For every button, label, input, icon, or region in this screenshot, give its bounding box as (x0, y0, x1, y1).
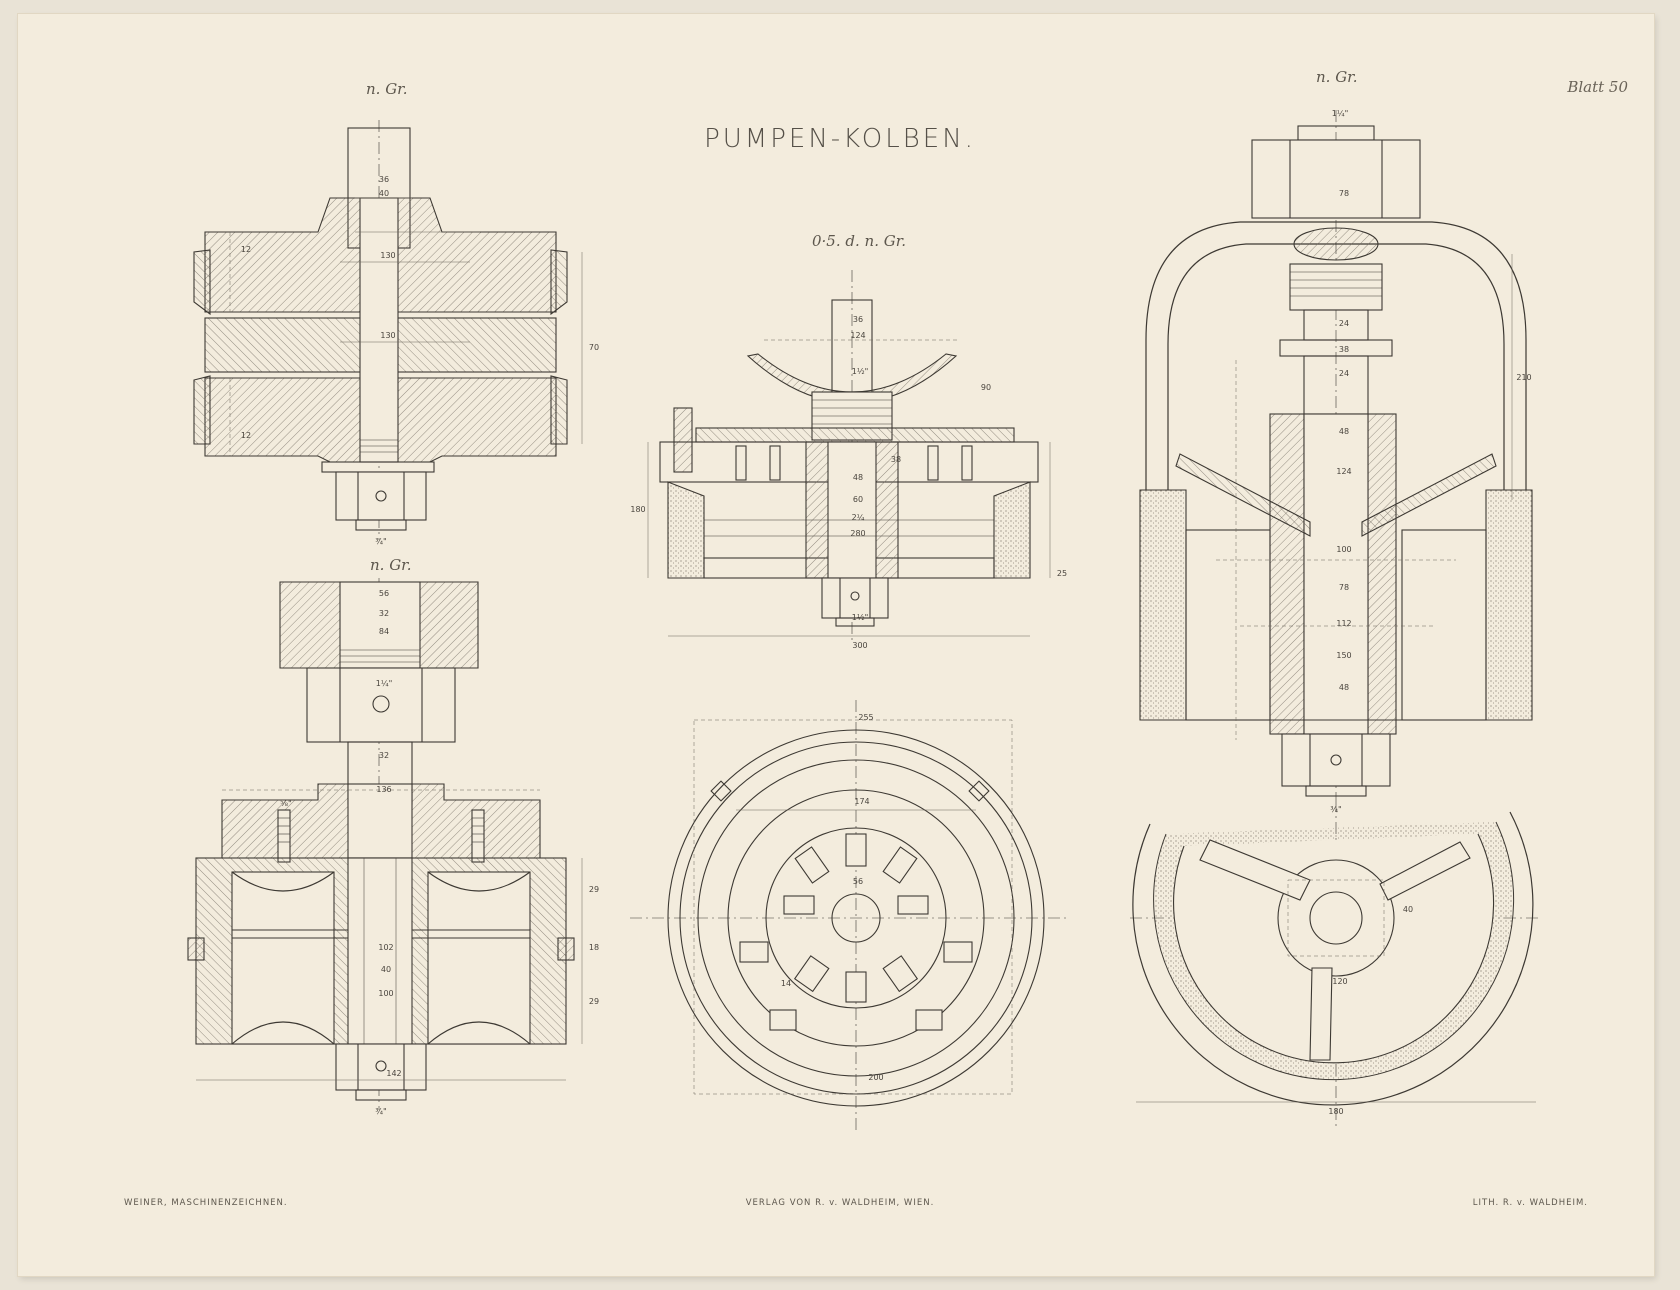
dim-m-e: 60 (853, 495, 863, 504)
dim-m-d: 48 (853, 473, 863, 482)
dim-m-j: 300 (852, 641, 867, 650)
valve-piston-section (647, 270, 1051, 640)
dim-r-a: 78 (1339, 189, 1349, 198)
dim-r-p: 180 (1328, 1107, 1343, 1116)
dim-m-k: 180 (630, 505, 645, 514)
dim-tl-bore: 40 (379, 189, 389, 198)
dim-m-f: 2¼ (852, 513, 865, 522)
dim-bl-nut: 1¼" (376, 679, 393, 688)
dim-m-c: 90 (981, 383, 991, 392)
dim-m-l: 25 (1057, 569, 1067, 578)
dim-tl-h1: 12 (241, 245, 251, 254)
scale-label-bottom-left: n. Gr. (370, 556, 412, 574)
dim-r-e: 48 (1339, 427, 1349, 436)
sheet-number: Blatt 50 (1567, 78, 1628, 96)
dim-bl-top: 56 (379, 589, 389, 598)
valve-piston-plan (630, 700, 1070, 1130)
dim-bl-s1: 29 (589, 885, 599, 894)
dim-r-g: 100 (1336, 545, 1351, 554)
dim-r-j: 150 (1336, 651, 1351, 660)
dim-c-inner: 174 (854, 797, 869, 806)
dim-bl-e: 40 (381, 965, 391, 974)
dim-r-c: 38 (1339, 345, 1349, 354)
footer-left: WEINER, MASCHINENZEICHNEN. (124, 1198, 288, 1208)
dim-tl-rod: 36 (379, 175, 389, 184)
dim-m-h: 38 (891, 455, 901, 464)
bucket-piston-section (1139, 110, 1533, 800)
dim-tl-nut: ¾" (375, 537, 386, 546)
dim-bl-b: 84 (379, 627, 389, 636)
dim-r-i: 112 (1336, 619, 1351, 628)
dim-tl-flange: 130 (380, 251, 395, 260)
piston-top-left (193, 120, 583, 540)
dim-bl-screw: ⅝" (280, 799, 291, 808)
dim-bl-s2: 18 (589, 943, 599, 952)
bucket-piston-plan (1130, 800, 1540, 1130)
scale-label-right: n. Gr. (1316, 68, 1358, 86)
dim-m-rod: 36 (853, 315, 863, 324)
dim-bl-d: 102 (378, 943, 393, 952)
dim-m-g: 280 (850, 529, 865, 538)
dim-r-k: 48 (1339, 683, 1349, 692)
dim-tl-h2: 12 (241, 431, 251, 440)
dim-r-h: 78 (1339, 583, 1349, 592)
dim-bl-s3: 29 (589, 997, 599, 1006)
dim-m-b: 1½" (852, 367, 869, 376)
dim-r-top: 1¼" (1332, 109, 1349, 118)
dim-c-outer: 255 (858, 713, 873, 722)
dim-r-b: 24 (1339, 319, 1349, 328)
footer-center: VERLAG VON R. v. WALDHEIM, WIEN. (745, 1198, 935, 1208)
dim-r-o: 40 (1403, 905, 1413, 914)
dim-m-i: 1½" (852, 613, 869, 622)
dim-bl-c: 136 (376, 785, 391, 794)
footer-right: LITH. R. v. WALDHEIM. (1472, 1198, 1588, 1208)
dim-r-f: 124 (1336, 467, 1351, 476)
scale-label-middle: 0·5. d. n. Gr. (812, 232, 906, 250)
dim-tl-mid: 130 (380, 331, 395, 340)
drawing-title: PUMPEN-KOLBEN. (704, 124, 976, 154)
dim-r-n: 120 (1332, 977, 1347, 986)
dim-bl-g: 142 (386, 1069, 401, 1078)
dim-r-m: ¾" (1330, 805, 1341, 814)
scale-label-top-left: n. Gr. (366, 80, 408, 98)
dim-r-l: 210 (1516, 373, 1531, 382)
dim-c-bottom: 200 (868, 1073, 883, 1082)
dim-bl-rod: 32 (379, 751, 389, 760)
dim-bl-a: 32 (379, 609, 389, 618)
dim-c-hub: 56 (853, 877, 863, 886)
piston-bottom-left (187, 578, 583, 1110)
dim-m-a: 124 (850, 331, 865, 340)
dim-bl-tail: ¾" (375, 1107, 386, 1116)
dim-c-spoke: 14 (781, 979, 791, 988)
dim-bl-f: 100 (378, 989, 393, 998)
dim-r-d: 24 (1339, 369, 1349, 378)
dim-tl-side: 70 (589, 343, 599, 352)
